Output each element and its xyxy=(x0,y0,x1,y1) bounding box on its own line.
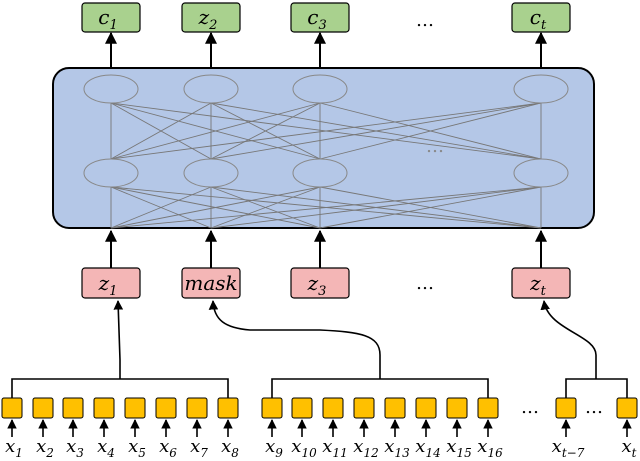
output-label: ct xyxy=(530,5,547,33)
token-label: mask xyxy=(184,271,237,295)
group-brace xyxy=(11,378,229,398)
group-brace xyxy=(565,378,628,398)
network-ellipsis: … xyxy=(426,136,444,157)
group2-connector xyxy=(208,300,381,379)
hidden-node-middle xyxy=(513,158,569,188)
connection-upper xyxy=(110,102,212,160)
frame-box xyxy=(415,397,437,419)
frame-label: xt xyxy=(622,436,637,460)
frame-label: x12 xyxy=(353,436,378,460)
connection-upper xyxy=(319,102,542,160)
frame-box xyxy=(62,397,84,419)
token-label: zt xyxy=(529,271,547,299)
hidden-node-top xyxy=(183,74,239,104)
frame-box xyxy=(384,397,406,419)
network-box xyxy=(52,67,595,229)
frame-label: x7 xyxy=(190,436,208,460)
frame-box xyxy=(155,397,177,419)
frame-label: x13 xyxy=(384,436,410,460)
token-box xyxy=(181,267,241,299)
output-box xyxy=(81,2,141,33)
output-box xyxy=(181,2,241,33)
group-brace xyxy=(271,378,489,398)
hidden-node-top xyxy=(83,74,139,104)
hidden-node-middle xyxy=(292,158,348,188)
connection-lower xyxy=(210,186,321,229)
frame-box xyxy=(186,397,208,419)
connection-lower xyxy=(210,186,542,229)
hidden-node-middle xyxy=(183,158,239,188)
frame-box xyxy=(32,397,54,419)
frame-box xyxy=(446,397,468,419)
connection-upper xyxy=(210,102,321,160)
output-ellipsis: … xyxy=(416,10,434,31)
token-box xyxy=(81,267,141,299)
frame-label: x14 xyxy=(415,436,440,460)
group3-connector xyxy=(540,300,597,379)
connection-upper xyxy=(110,102,321,160)
output-box xyxy=(290,2,350,33)
frame-box xyxy=(291,397,313,419)
frame-label: x3 xyxy=(66,436,84,460)
hidden-node-top xyxy=(292,74,348,104)
connection-upper xyxy=(210,102,542,160)
frame-box xyxy=(217,397,239,419)
token-ellipsis: … xyxy=(416,273,434,294)
group1-connector xyxy=(113,300,124,379)
frame-box xyxy=(124,397,146,419)
connection-lower xyxy=(110,186,212,229)
frame-label: x4 xyxy=(97,436,115,460)
frame-box xyxy=(261,397,283,419)
frame-label: x9 xyxy=(265,436,283,460)
frames-ellipsis-1: … xyxy=(521,397,539,418)
network-connections xyxy=(110,102,542,229)
frame-box xyxy=(555,397,577,419)
connection-upper xyxy=(110,102,542,160)
connection-lower xyxy=(110,186,542,229)
hidden-node-top xyxy=(513,74,569,104)
token-boxes: z1 mask z3 zt xyxy=(81,229,571,299)
frame-label: x11 xyxy=(322,436,347,460)
frame-label: x6 xyxy=(159,436,177,460)
connection-lower xyxy=(110,186,321,229)
frame-label: x16 xyxy=(477,436,503,460)
network-nodes xyxy=(83,74,569,188)
frame-box xyxy=(616,397,638,419)
frame-label: x8 xyxy=(221,436,239,460)
frame-box xyxy=(477,397,499,419)
token-label: z1 xyxy=(98,271,118,299)
output-label: c1 xyxy=(98,5,117,33)
output-label: c3 xyxy=(307,5,326,33)
frames-ellipsis-2: … xyxy=(585,397,603,418)
token-box xyxy=(290,267,350,299)
frame-box xyxy=(1,397,23,419)
frame-label: x10 xyxy=(291,436,317,460)
frame-label: x5 xyxy=(128,436,146,460)
output-boxes: c1 z2 c3 ct xyxy=(81,2,571,68)
grouping-braces xyxy=(11,300,628,398)
frame-label: x2 xyxy=(36,436,54,460)
frame-label: x15 xyxy=(446,436,471,460)
frame-box xyxy=(353,397,375,419)
frame-box xyxy=(322,397,344,419)
token-label: z3 xyxy=(307,271,327,299)
output-box xyxy=(511,2,571,33)
connection-lower xyxy=(319,186,542,229)
token-box xyxy=(511,267,571,299)
frame-label: xt−7 xyxy=(552,436,585,460)
frame-label: x1 xyxy=(5,436,23,460)
output-label: z2 xyxy=(198,5,218,33)
hidden-node-middle xyxy=(83,158,139,188)
frame-box xyxy=(93,397,115,419)
